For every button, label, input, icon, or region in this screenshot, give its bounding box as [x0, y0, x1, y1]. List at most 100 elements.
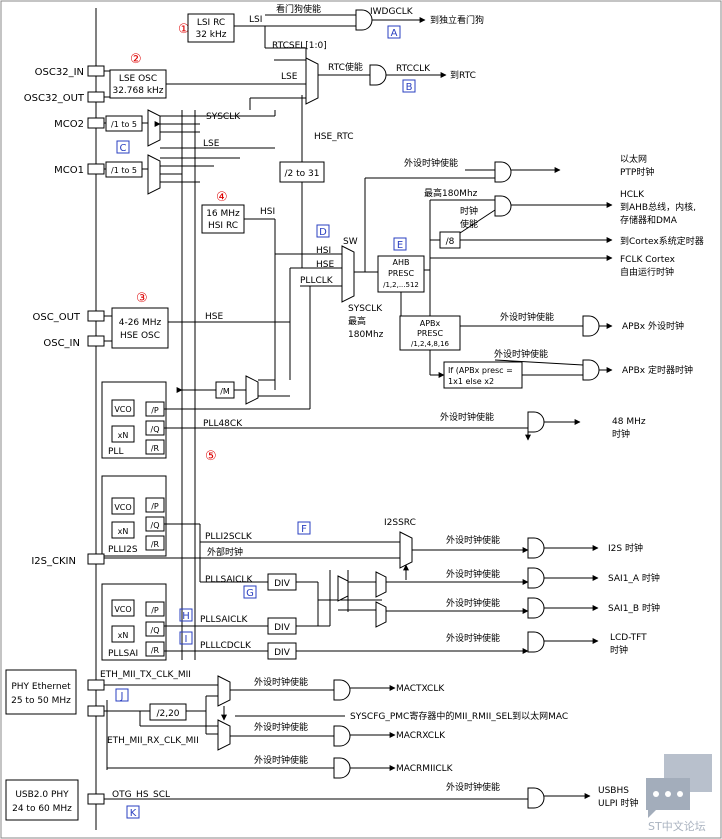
- pll-r-label: /R: [151, 444, 160, 453]
- pllsai-xn: [111, 625, 135, 643]
- apb-timer-label-1: If (APBx presc =: [448, 366, 513, 375]
- plli2sclk-label: PLLI2SCLK: [205, 532, 253, 542]
- letter-a: A: [391, 28, 398, 39]
- callout-4: ④: [216, 190, 228, 205]
- plli2s-wires: [104, 523, 599, 580]
- apb-timer-mult: [443, 361, 523, 389]
- lse-osc-label-2: 32.768 kHz: [112, 86, 163, 96]
- letter-j: J: [120, 691, 124, 702]
- letter-a-box: [387, 25, 401, 39]
- letter-k-box: [126, 805, 140, 819]
- usb-phy-label-1: USB2.0 PHY: [15, 790, 69, 800]
- rtc-mux: [305, 57, 319, 105]
- lcd-and-gate: [527, 631, 545, 653]
- lsi-label: LSI: [249, 15, 262, 25]
- letter-d: D: [319, 227, 327, 238]
- out-rtc: 到RTC: [450, 69, 476, 81]
- mco2-pad: [87, 117, 105, 129]
- ext-clk-label: 外部时钟: [207, 546, 243, 558]
- sai-a-enable-label: 外设时钟使能: [446, 568, 500, 580]
- vertical-bus-lines: [95, 8, 196, 830]
- pll-p-label: /P: [151, 406, 159, 415]
- mco2-prescaler-label: /1 to 5: [111, 120, 137, 129]
- eth-tx-mux: [217, 675, 231, 707]
- rtcclk-label: RTCCLK: [396, 64, 431, 74]
- out-lcd-1: LCD-TFT: [610, 633, 647, 643]
- pin-osc-out: OSC_OUT: [33, 312, 81, 323]
- eth-rx-label: ETH_MII_RX_CLK_MII: [107, 736, 199, 746]
- sai-b-enable-label: 外设时钟使能: [446, 597, 500, 609]
- i2s-src-mux: [399, 531, 413, 569]
- macrx-and-gate: [333, 725, 351, 747]
- sysclk-label-main: SYSCLK: [348, 304, 383, 314]
- macrmii-enable-label: 外设时钟使能: [254, 754, 308, 766]
- sai-div-1-label: DIV: [274, 579, 291, 589]
- letter-e-box: [393, 237, 407, 251]
- eth-rx-mux: [217, 719, 231, 751]
- rtc-and-gate: [369, 64, 387, 86]
- i2s-ckin-pad: [87, 553, 105, 565]
- forum-watermark-icon: [646, 754, 712, 818]
- pllsai-r: [145, 641, 165, 657]
- out-apb-periph: APBx 外设时钟: [622, 320, 684, 332]
- apb-label-1: APBx: [420, 319, 441, 328]
- callout-3: ③: [136, 291, 148, 306]
- sai-a-and-gate: [527, 567, 545, 589]
- clk-enable-1: 时钟: [460, 205, 478, 217]
- sai-div-2-label: DIV: [274, 623, 291, 633]
- eth-tx-label: ETH_MII_TX_CLK_MII: [100, 670, 191, 680]
- phy-ethernet-block: [5, 669, 77, 715]
- sai-a-mux-2: [375, 571, 387, 598]
- pllsai-r-label: /R: [151, 646, 160, 655]
- usb-phy-label-2: 24 to 60 MHz: [12, 804, 72, 814]
- pllsaiclk-label-2: PLLSAICLK: [200, 615, 248, 625]
- hse-rtc-label: HSE_RTC: [314, 132, 354, 142]
- letter-i-box: [179, 631, 193, 645]
- pll-vco: [111, 399, 135, 417]
- out-sai-b: SAI1_B 时钟: [608, 602, 660, 614]
- sysclk-max-2: 180Mhz: [348, 330, 384, 340]
- callout-5: ⑤: [205, 449, 217, 464]
- eth-tx-pad: [87, 679, 105, 691]
- pll-wires: [164, 286, 581, 441]
- out-iwdg: 到独立看门狗: [430, 14, 484, 26]
- hsi-rc-label-2: HSI RC: [208, 221, 238, 231]
- letter-h: H: [182, 611, 190, 622]
- div8-block: [439, 231, 461, 249]
- letter-g: G: [246, 588, 254, 599]
- pllsai-wires: [164, 524, 599, 654]
- eth-div-label: /2,20: [156, 709, 179, 719]
- hsi-label-sw: HSI: [316, 246, 331, 256]
- out-48mhz-1: 48 MHz: [612, 417, 646, 427]
- eth-wires: [104, 684, 396, 771]
- eth-rx-pad: [87, 705, 105, 717]
- letter-b-box: [402, 79, 416, 93]
- pin-mco2: MCO2: [54, 119, 84, 130]
- lsi-rc-block: [187, 13, 235, 43]
- plli2s-p-label: /P: [151, 502, 159, 511]
- mco2-mux: [147, 109, 161, 147]
- lse-wires: [104, 59, 447, 162]
- hse-wires: [104, 268, 291, 380]
- out-macrmii: MACRMIICLK: [396, 764, 454, 774]
- otg-hs-label: OTG_HS_SCL: [112, 790, 170, 800]
- mco1-prescaler-label: /1 to 5: [111, 166, 137, 175]
- out-cortex: 到Cortex系统定时器: [620, 235, 704, 247]
- usb-enable-label: 外设时钟使能: [446, 781, 500, 793]
- usb-wires: [104, 793, 591, 800]
- letter-f: F: [301, 524, 307, 535]
- pin-osc32-out: OSC32_OUT: [24, 93, 85, 104]
- mco-wires: [104, 110, 276, 183]
- mactx-enable-label: 外设时钟使能: [254, 676, 308, 688]
- pll-xn-label: xN: [118, 431, 129, 440]
- sysclk-label-mco: SYSCLK: [206, 112, 241, 122]
- sai-b-and-gate: [527, 597, 545, 619]
- phy-eth-label-2: 25 to 50 MHz: [11, 696, 71, 706]
- plllcdclk-label: PLLLCDCLK: [200, 641, 252, 651]
- iwdgclk-label: IWDGCLK: [370, 7, 414, 17]
- letter-c-box: [116, 140, 130, 154]
- pll-xn: [111, 425, 135, 443]
- hse-label-main: HSE: [205, 312, 223, 322]
